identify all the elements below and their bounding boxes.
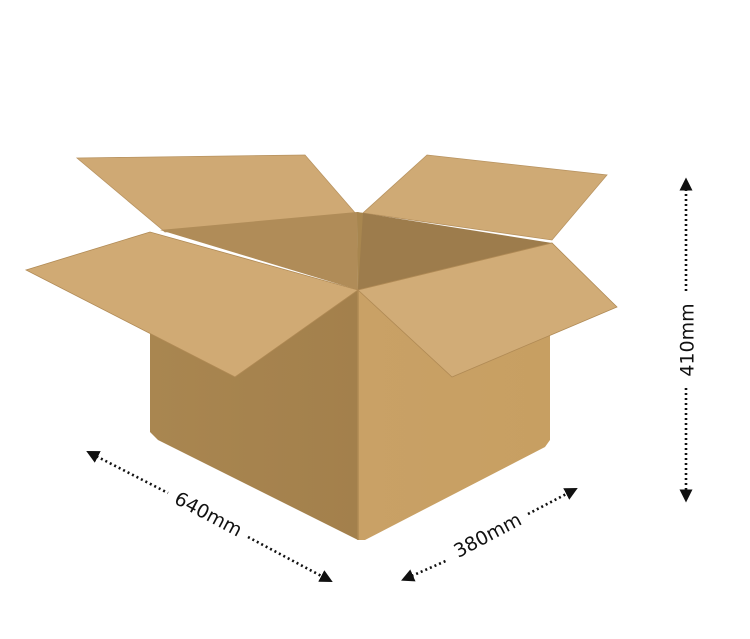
width-label: 380mm [450,509,525,563]
box-interior [160,212,552,290]
length-label: 640mm [171,488,246,542]
back-right-flap [362,154,608,241]
front-right-flap [357,242,618,378]
dimension-height: 410mm [677,177,699,503]
height-label: 410mm [677,303,699,376]
